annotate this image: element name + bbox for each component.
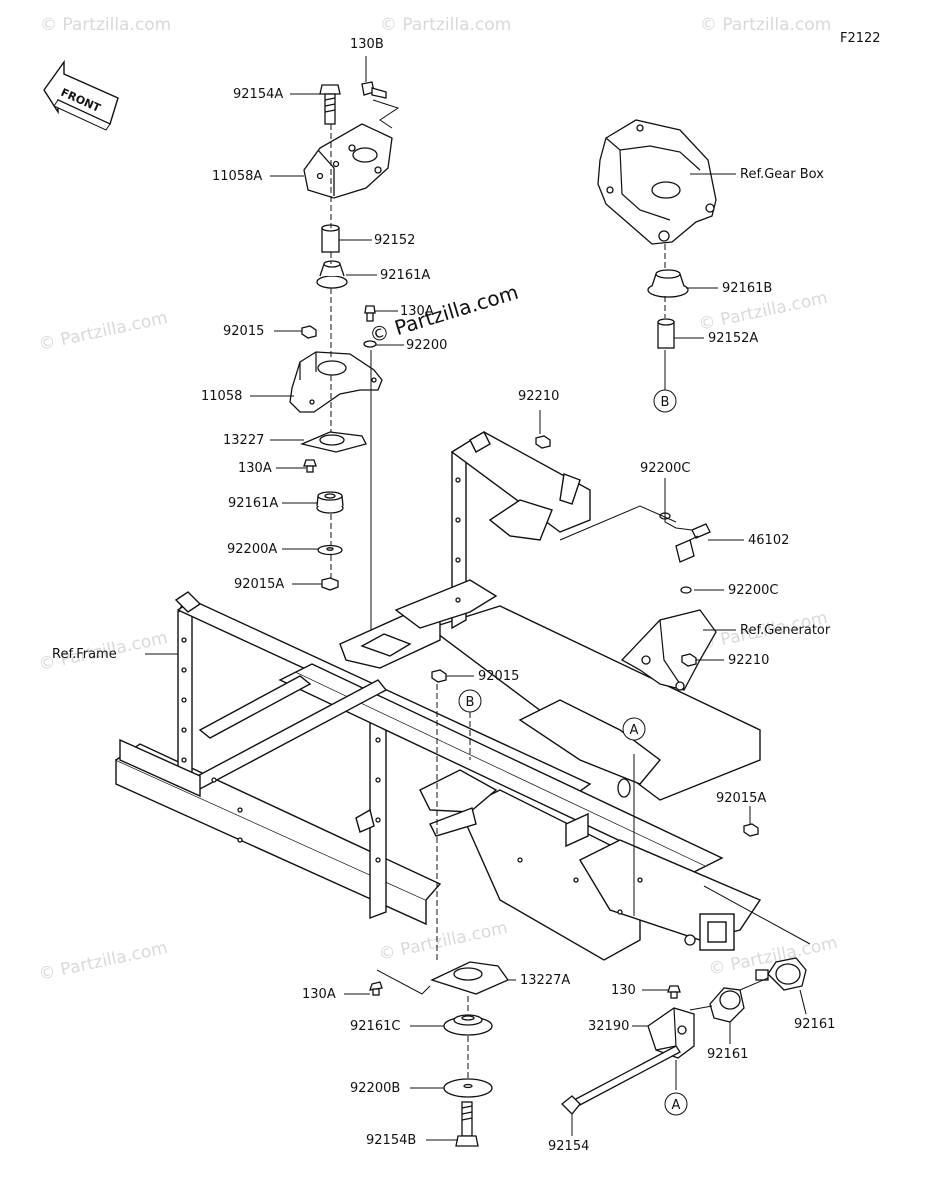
bolt-130a-mid [303,459,317,473]
label-ref-generator: Ref.Generator [740,623,831,638]
watermark-text: © Partzilla.com [37,308,169,355]
label-130b: 130B [350,37,384,52]
label-92200-top: 92200 [406,338,447,353]
part-labels: 130B 92154A 11058A 92152 92161A 130A 920… [52,37,835,1154]
svg-text:B: B [661,395,670,410]
front-arrow-icon: FRONT [43,59,119,131]
label-92161c: 92161C [350,1019,400,1034]
nut-92015-top [301,325,317,339]
label-13227: 13227 [223,433,264,448]
label-92161-mid: 92161 [707,1047,748,1062]
watermark-text: © Partzilla.com [40,15,171,35]
right-bottom-mount [561,754,811,1115]
sleeve-92152a [657,318,675,349]
label-46102: 46102 [748,533,789,548]
nut-92210-mid [681,653,697,667]
callout-circle-b-top: B [653,389,677,413]
label-92210-mid: 92210 [728,653,769,668]
label-32190: 32190 [588,1019,629,1034]
watermark-text: © Partzilla.com [700,15,831,35]
washer-92200 [363,340,377,348]
label-11058: 11058 [201,389,242,404]
callout-circle-a-bottom: A [664,1092,688,1116]
nut-92210-top [535,435,551,449]
label-92154b: 92154B [366,1133,416,1148]
plate-13227 [299,431,367,453]
generator-bracket [620,609,717,691]
callout-circle-a-frame: A [622,717,646,741]
sleeve-92152 [321,224,340,253]
bolt-92154b [455,1101,479,1147]
label-92015-mid: 92015 [478,669,519,684]
rubber-mount-92161c [443,1014,493,1036]
label-92200c-top: 92200C [640,461,690,476]
label-130: 130 [611,983,636,998]
nut-92015-mid [431,669,447,683]
label-ref-gear-box: Ref.Gear Box [740,167,824,182]
bracket-32190 [647,1007,695,1059]
label-92200b: 92200B [350,1081,400,1096]
rubber-mount-92161-mid [709,987,745,1023]
label-92154: 92154 [548,1139,589,1154]
label-92161a-top: 92161A [380,268,430,283]
bracket-11058a [303,123,393,199]
washer-92200b [443,1078,493,1098]
label-130a-top: 130A [400,304,434,319]
label-92152a: 92152A [708,331,758,346]
sensor-46102 [675,523,711,563]
bolt-130 [667,985,681,999]
plate-13227a [430,961,509,995]
bottom-mount-stack [369,669,509,1147]
bolt-130a-bottom [369,981,383,996]
nut-92015a-left [321,577,339,591]
diagram-code: F2122 [840,31,881,46]
label-92015a-right: 92015A [716,791,766,806]
watermarks: © Partzilla.com © Partzilla.com © Partzi… [37,15,839,985]
label-130a-bottom: 130A [302,987,336,1002]
bracket-11058 [289,351,383,413]
gear-box-housing [597,119,717,245]
label-92152: 92152 [374,233,415,248]
washer-92200c-mid [680,586,692,594]
bolt-92154a [319,84,341,125]
label-92015-left: 92015 [223,324,264,339]
label-130a-mid: 130A [238,461,272,476]
svg-text:A: A [672,1098,681,1113]
callout-circle-b-frame: B [458,689,482,713]
rubber-mount-92161a [316,260,348,289]
rubber-mount-92161-right [755,957,807,991]
svg-text:A: A [630,723,639,738]
label-92200c-mid: 92200C [728,583,778,598]
label-92161-right: 92161 [794,1017,835,1032]
label-ref-frame: Ref.Frame [52,647,117,662]
bolt-130a-top [364,305,376,322]
label-11058a: 11058A [212,169,262,184]
svg-text:B: B [466,695,475,710]
label-92161a-mid: 92161A [228,496,278,511]
label-92200a: 92200A [227,542,277,557]
bolt-130b [361,81,387,99]
watermark-text: © Partzilla.com [37,938,169,985]
label-92161b: 92161B [722,281,772,296]
watermark-text: © Partzilla.com [377,918,509,965]
rubber-mount-92161a-mid [316,491,344,514]
label-92210-top: 92210 [518,389,559,404]
washer-92200a [317,544,343,556]
left-mount-stack [289,81,400,650]
rubber-mount-92161b [647,269,689,298]
bolt-92154 [561,1045,681,1115]
nut-92015a-right [743,823,759,837]
frame-structure [115,431,762,961]
label-92154a: 92154A [233,87,283,102]
label-13227a: 13227A [520,973,570,988]
leader-lines [250,56,807,1141]
label-92015a-left: 92015A [234,577,284,592]
watermark-text: © Partzilla.com [380,15,511,35]
